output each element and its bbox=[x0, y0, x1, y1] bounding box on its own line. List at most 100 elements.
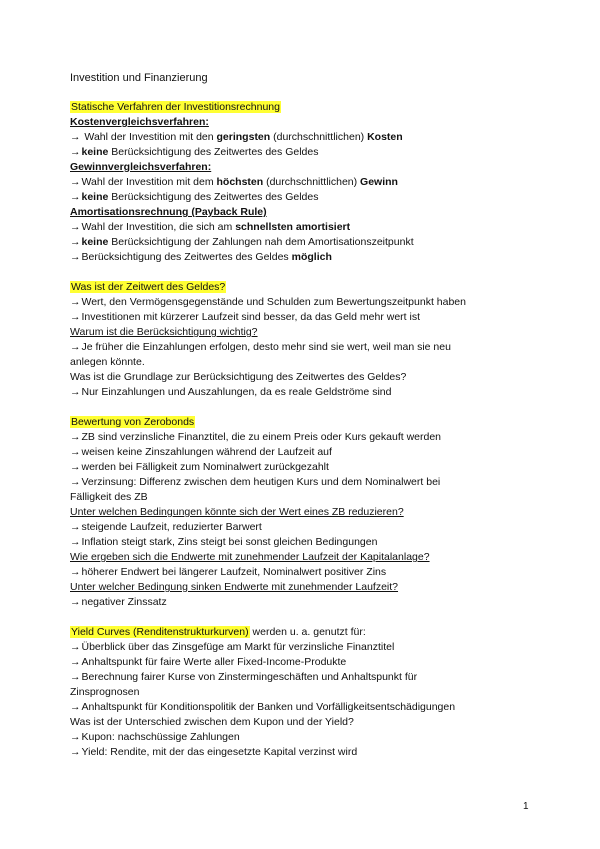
text-span: Kupon: nachschüssige Zahlungen bbox=[81, 731, 240, 743]
paragraph-gap bbox=[70, 265, 540, 280]
arrow-right-icon: → bbox=[70, 251, 81, 263]
text-span: Yield: Rendite, mit der das eingesetzte … bbox=[81, 746, 358, 758]
arrow-right-icon: → bbox=[70, 671, 81, 683]
arrow-bullet-line: →Wahl der Investition mit dem höchsten (… bbox=[70, 175, 540, 190]
text-line: Was ist der Unterschied zwischen dem Kup… bbox=[70, 715, 540, 730]
arrow-right-icon: → bbox=[70, 596, 81, 608]
text-line: anlegen könnte. bbox=[70, 355, 540, 370]
text-span: Investitionen mit kürzerer Laufzeit sind… bbox=[81, 311, 421, 323]
document-content: Statische Verfahren der Investitionsrech… bbox=[70, 100, 540, 760]
arrow-bullet-line: →Investitionen mit kürzerer Laufzeit sin… bbox=[70, 310, 540, 325]
bold-text: keine bbox=[81, 236, 109, 248]
arrow-bullet-line: →Berücksichtigung des Zeitwertes des Gel… bbox=[70, 250, 540, 265]
arrow-right-icon: → bbox=[70, 341, 81, 353]
section-heading-line: Yield Curves (Renditenstrukturkurven) we… bbox=[70, 625, 540, 640]
text-span: Wahl der Investition mit den bbox=[81, 131, 217, 143]
arrow-right-icon: → bbox=[70, 386, 81, 398]
subheading-text: Gewinnvergleichsverfahren: bbox=[70, 161, 212, 173]
text-span: werden u. a. genutzt für: bbox=[249, 626, 366, 638]
text-span: Je früher die Einzahlungen erfolgen, des… bbox=[81, 341, 451, 353]
bold-text: schnellsten amortisiert bbox=[235, 221, 351, 233]
arrow-right-icon: → bbox=[70, 731, 81, 743]
question-line: Unter welcher Bedingung sinken Endwerte … bbox=[70, 580, 540, 595]
arrow-bullet-line: →Anhaltspunkt für Konditionspolitik der … bbox=[70, 700, 540, 715]
text-span: Berücksichtigung des Zeitwertes des Geld… bbox=[108, 146, 319, 158]
subheading-text: Kostenvergleichsverfahren: bbox=[70, 116, 209, 128]
document-title: Investition und Finanzierung bbox=[70, 72, 208, 84]
arrow-bullet-line: →Verzinsung: Differenz zwischen dem heut… bbox=[70, 475, 540, 490]
method-heading: Amortisationsrechnung (Payback Rule) bbox=[70, 205, 540, 220]
text-span: Nur Einzahlungen und Auszahlungen, da es… bbox=[81, 386, 392, 398]
section-heading: Statische Verfahren der Investitionsrech… bbox=[70, 100, 540, 115]
section-heading: Was ist der Zeitwert des Geldes? bbox=[70, 280, 540, 295]
arrow-bullet-line: →Yield: Rendite, mit der das eingesetzte… bbox=[70, 745, 540, 760]
underlined-question: Unter welcher Bedingung sinken Endwerte … bbox=[70, 581, 399, 593]
arrow-right-icon: → bbox=[70, 236, 81, 248]
text-line: Was ist die Grundlage zur Berücksichtigu… bbox=[70, 370, 540, 385]
paragraph-gap bbox=[70, 400, 540, 415]
arrow-right-icon: → bbox=[70, 446, 81, 458]
method-heading: Kostenvergleichsverfahren: bbox=[70, 115, 540, 130]
arrow-right-icon: → bbox=[70, 191, 81, 203]
arrow-right-icon: → bbox=[70, 476, 81, 488]
arrow-bullet-line: →steigende Laufzeit, reduzierter Barwert bbox=[70, 520, 540, 535]
arrow-bullet-line: →keine Berücksichtigung des Zeitwertes d… bbox=[70, 145, 540, 160]
arrow-bullet-line: →Berechnung fairer Kurse von Zinsterming… bbox=[70, 670, 540, 685]
text-span: werden bei Fälligkeit zum Nominalwert zu… bbox=[81, 461, 329, 473]
arrow-bullet-line: →Inflation steigt stark, Zins steigt bei… bbox=[70, 535, 540, 550]
arrow-bullet-line: →keine Berücksichtigung der Zahlungen na… bbox=[70, 235, 540, 250]
bold-text: Kosten bbox=[367, 131, 403, 143]
highlighted-heading: Statische Verfahren der Investitionsrech… bbox=[70, 101, 281, 113]
bold-text: Gewinn bbox=[360, 176, 398, 188]
text-span: Was ist der Unterschied zwischen dem Kup… bbox=[70, 716, 354, 728]
bold-text: geringsten bbox=[216, 131, 271, 143]
underlined-question: Wie ergeben sich die Endwerte mit zunehm… bbox=[70, 551, 430, 563]
text-span: Wert, den Vermögensgegenstände und Schul… bbox=[81, 296, 466, 308]
arrow-right-icon: → bbox=[70, 311, 81, 323]
arrow-right-icon: → bbox=[70, 296, 81, 308]
underlined-question: Warum ist die Berücksichtigung wichtig? bbox=[70, 326, 258, 338]
arrow-right-icon: → bbox=[70, 566, 81, 578]
text-line: Fälligkeit des ZB bbox=[70, 490, 540, 505]
text-span: Berücksichtigung des Zeitwertes des Geld… bbox=[108, 191, 319, 203]
subheading-text: Amortisationsrechnung (Payback Rule) bbox=[70, 206, 267, 218]
highlighted-heading: Was ist der Zeitwert des Geldes? bbox=[70, 281, 227, 293]
arrow-right-icon: → bbox=[70, 461, 81, 473]
highlighted-heading: Bewertung von Zerobonds bbox=[70, 416, 196, 428]
arrow-bullet-line: → Wahl der Investition mit den geringste… bbox=[70, 130, 540, 145]
arrow-bullet-line: →werden bei Fälligkeit zum Nominalwert z… bbox=[70, 460, 540, 475]
text-span: Berechnung fairer Kurse von Zinsterminge… bbox=[81, 671, 418, 683]
arrow-bullet-line: →keine Berücksichtigung des Zeitwertes d… bbox=[70, 190, 540, 205]
arrow-right-icon: → bbox=[70, 641, 81, 653]
arrow-right-icon: → bbox=[70, 221, 81, 233]
arrow-right-icon: → bbox=[70, 536, 81, 548]
arrow-bullet-line: →Kupon: nachschüssige Zahlungen bbox=[70, 730, 540, 745]
text-span: Anhaltspunkt für faire Werte aller Fixed… bbox=[81, 656, 347, 668]
highlighted-heading: Yield Curves (Renditenstrukturkurven) bbox=[70, 626, 250, 638]
text-span: Wahl der Investition, die sich am bbox=[81, 221, 236, 233]
text-span: Fälligkeit des ZB bbox=[70, 491, 148, 503]
bold-text: keine bbox=[81, 191, 109, 203]
arrow-bullet-line: →höherer Endwert bei längerer Laufzeit, … bbox=[70, 565, 540, 580]
arrow-right-icon: → bbox=[70, 146, 81, 158]
text-span: (durchschnittlichen) bbox=[263, 176, 361, 188]
text-span: Zinsprognosen bbox=[70, 686, 140, 698]
text-span: Verzinsung: Differenz zwischen dem heuti… bbox=[81, 476, 441, 488]
text-span: ZB sind verzinsliche Finanztitel, die zu… bbox=[81, 431, 442, 443]
text-span: Was ist die Grundlage zur Berücksichtigu… bbox=[70, 371, 407, 383]
paragraph-gap bbox=[70, 610, 540, 625]
arrow-right-icon: → bbox=[70, 521, 81, 533]
arrow-bullet-line: →Je früher die Einzahlungen erfolgen, de… bbox=[70, 340, 540, 355]
question-line: Wie ergeben sich die Endwerte mit zunehm… bbox=[70, 550, 540, 565]
text-span: Berücksichtigung der Zahlungen nah dem A… bbox=[108, 236, 414, 248]
text-span: Berücksichtigung des Zeitwertes des Geld… bbox=[81, 251, 292, 263]
text-span: Inflation steigt stark, Zins steigt bei … bbox=[81, 536, 378, 548]
arrow-bullet-line: →Wert, den Vermögensgegenstände und Schu… bbox=[70, 295, 540, 310]
text-span: Überblick über das Zinsgefüge am Markt f… bbox=[81, 641, 395, 653]
page-number: 1 bbox=[523, 801, 529, 812]
arrow-bullet-line: →ZB sind verzinsliche Finanztitel, die z… bbox=[70, 430, 540, 445]
underlined-question: Unter welchen Bedingungen könnte sich de… bbox=[70, 506, 404, 518]
text-line: Zinsprognosen bbox=[70, 685, 540, 700]
arrow-right-icon: → bbox=[70, 176, 81, 188]
